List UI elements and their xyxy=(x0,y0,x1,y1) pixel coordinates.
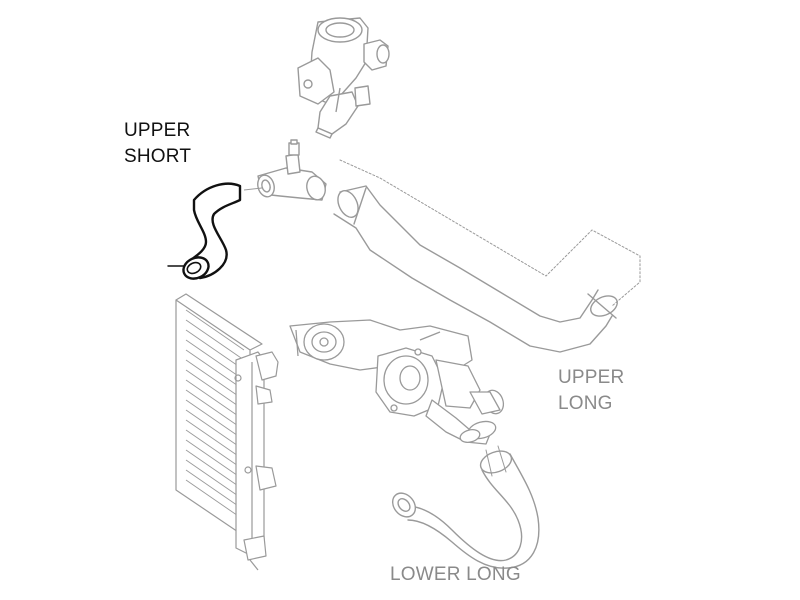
upper-short-hose xyxy=(167,182,242,280)
upper-long-hose xyxy=(333,159,641,353)
label-upper-long-line2: LONG xyxy=(558,393,613,414)
t-piece-connector xyxy=(243,139,327,201)
water-pump-assembly xyxy=(289,319,505,445)
label-upper-short-line2: SHORT xyxy=(124,146,192,167)
label-upper-short-line1: UPPER xyxy=(124,120,191,141)
label-upper-long: UPPER LONG xyxy=(558,365,624,417)
thermostat-housing xyxy=(297,17,390,139)
lower-long-hose xyxy=(391,445,540,569)
radiator xyxy=(175,293,279,571)
label-upper-short: UPPER SHORT xyxy=(124,118,191,170)
label-upper-long-line1: UPPER xyxy=(558,367,625,388)
label-lower-long: LOWER LONG xyxy=(390,564,521,585)
